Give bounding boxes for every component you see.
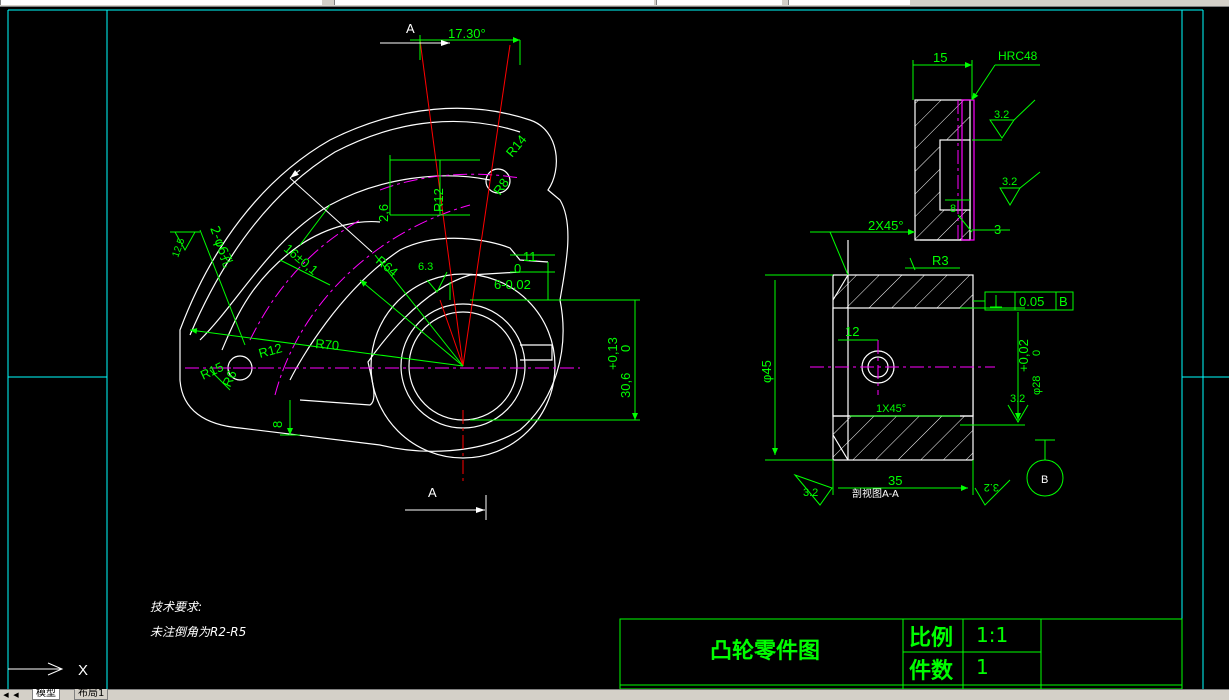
dim-tol0-r: 0 [1031, 350, 1043, 356]
dim-15: 15 [933, 50, 947, 65]
rough-3-2b: 3.2 [1002, 176, 1017, 188]
dim-chamfer2: 1X45° [876, 403, 906, 415]
toolbar-strip [0, 0, 1229, 7]
rough-3-2a: 3.2 [994, 109, 1009, 121]
dim-d45: φ45 [759, 360, 774, 383]
cam-outline [179, 107, 569, 459]
dims-right [765, 60, 1074, 506]
tab-layout1[interactable]: 布局1 [74, 689, 109, 700]
section-letter-top: A [406, 21, 415, 36]
tab-model[interactable]: 模型 [32, 689, 60, 700]
toolbar-field[interactable] [656, 0, 782, 5]
dims-left [170, 35, 640, 436]
dim-chamfer: 2X45° [868, 218, 904, 233]
drawing-canvas[interactable]: A 17.30° A R14 R8 R12 2,6 16±0,1 R64 R64… [0, 6, 1229, 689]
dim-8: 8 [270, 421, 285, 428]
scale-label: 比例 [909, 626, 953, 651]
rough-3-2e: 3.2 [984, 481, 999, 493]
scale-value: 1:1 [976, 623, 1008, 647]
title-block [619, 618, 1183, 689]
gdt-value: 0.05 [1019, 294, 1044, 309]
rough-3-2c: 3.2 [1010, 393, 1025, 405]
drawing-frame [7, 9, 1229, 689]
prev-tab-icon[interactable]: ◀ [13, 691, 19, 699]
layout-tab-bar: ◀ ◀ 模型 布局1 [0, 689, 1229, 700]
dim-r8: R8 [490, 175, 512, 197]
dim-3: 3 [994, 222, 1001, 237]
rough-6-3: 6.3 [418, 261, 433, 273]
section-magenta [961, 99, 975, 241]
dim-8r: 8 [950, 203, 956, 215]
tech-req-text: 未注倒角为R2-R5 [150, 625, 246, 639]
dim-r12b: R12 [257, 340, 284, 361]
dim-r70: R70 [315, 336, 340, 353]
dim-0: 0 [514, 261, 521, 276]
dim-tol-r: +0,02 [1016, 339, 1031, 372]
section-caption: 剖视图A-A [852, 487, 899, 500]
dim-d28: φ28 [1031, 376, 1043, 395]
dim-30-6: 30,6 [618, 373, 633, 398]
dim-tol: +0,13 [605, 337, 620, 370]
dim-tol0: 0 [618, 345, 633, 352]
rough-3-2d: 3.2 [803, 487, 818, 499]
rough-12-5: 12.5 [170, 237, 187, 259]
center-lines-left [185, 173, 580, 485]
qty-value: 1 [976, 655, 989, 679]
dim-6: 6-0,02 [494, 277, 531, 292]
dim-16: 16±0,1 [281, 241, 321, 278]
section-letter-bottom: A [428, 485, 437, 500]
dim-11: 11 [523, 249, 537, 264]
construction-lines [419, 39, 511, 367]
ucs-x-label: X [78, 662, 88, 679]
dim-r64: R64 [373, 253, 401, 280]
toolbar-field[interactable] [334, 0, 654, 5]
toolbar-field[interactable] [788, 0, 910, 5]
section-arrows [289, 40, 487, 520]
dim-r14: R14 [503, 132, 530, 160]
qty-label: 件数 [909, 658, 954, 684]
toolbar-field[interactable] [0, 0, 322, 5]
center-lines-right [810, 100, 995, 395]
first-tab-icon[interactable]: ◀ [3, 691, 9, 699]
ucs-icon: X [8, 662, 88, 679]
dim-holes: 2-φ6孔 [206, 224, 235, 269]
dim-r12a: R12 [431, 188, 446, 212]
dim-r3: R3 [932, 253, 949, 268]
gdt-datum: B [1059, 294, 1068, 309]
dim-12: 12 [845, 324, 859, 339]
tech-req-title: 技术要求: [150, 600, 202, 614]
hardness-label: HRC48 [998, 49, 1038, 63]
datum-b: B [1041, 474, 1048, 486]
dim-2-6: 2,6 [376, 204, 391, 222]
dim-35: 35 [888, 473, 902, 488]
drawing-title: 凸轮零件图 [710, 638, 820, 664]
dim-angle: 17.30° [448, 26, 486, 41]
dim-r6: R6 [219, 368, 240, 389]
